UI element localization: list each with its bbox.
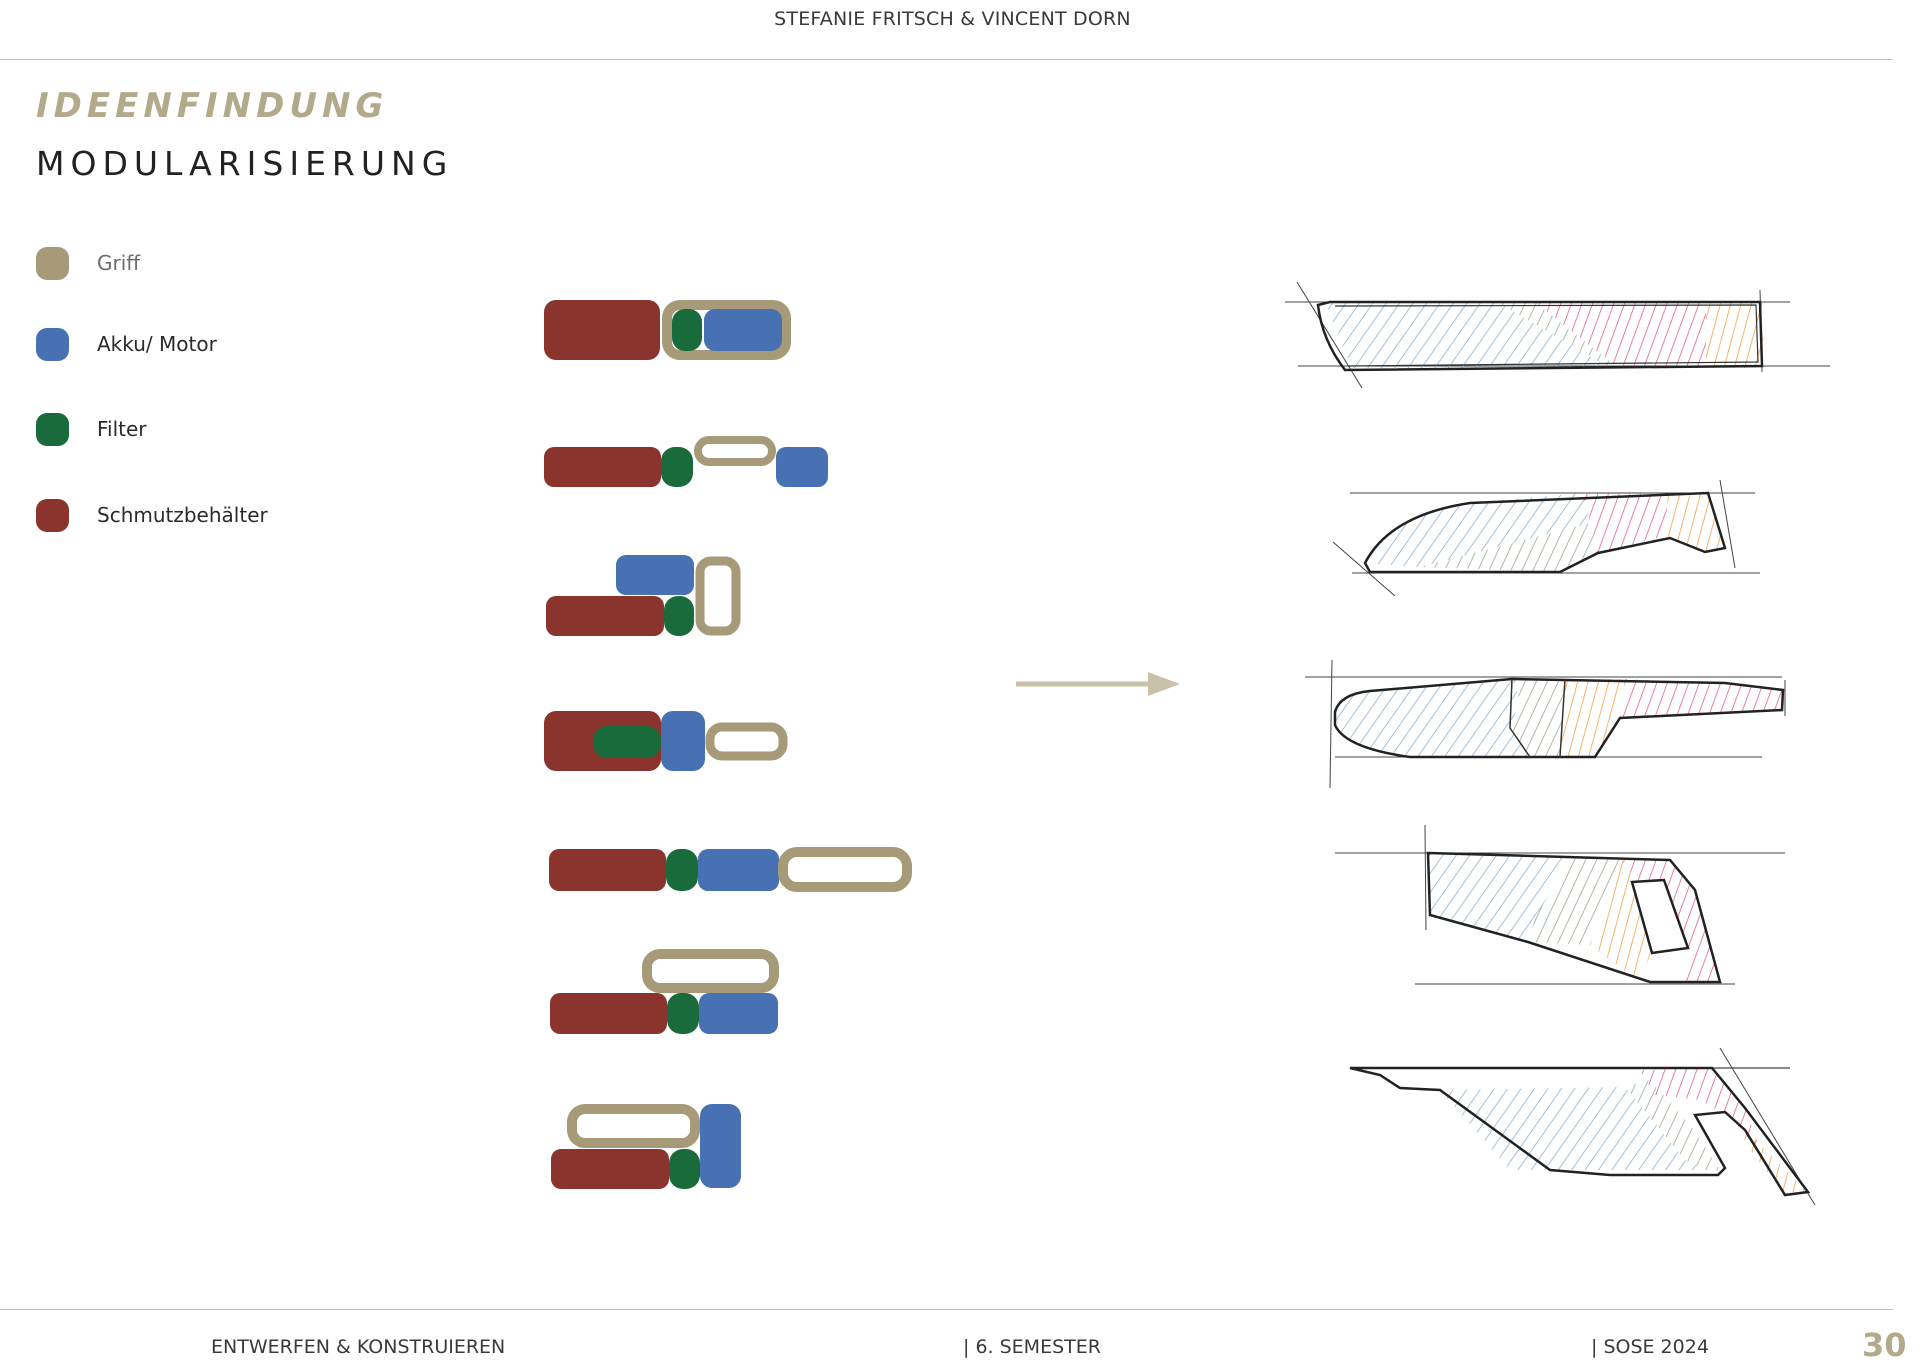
sketch-4 bbox=[1335, 824, 1785, 985]
legend-label: Griff bbox=[97, 251, 141, 275]
sketch-2 bbox=[1332, 479, 1760, 597]
legend-item-akku-motor: Akku/ Motor bbox=[36, 326, 217, 362]
footer-course: ENTWERFEN & KONSTRUIEREN bbox=[211, 1336, 506, 1358]
page-title: MODULARISIERUNG bbox=[36, 144, 454, 183]
legend-label: Filter bbox=[97, 417, 147, 441]
module-config-2 bbox=[544, 436, 828, 487]
sketch-1 bbox=[1285, 281, 1830, 389]
header-authors: STEFANIE FRITSCH & VINCENT DORN bbox=[774, 8, 1131, 30]
page-number: 30 bbox=[1862, 1326, 1907, 1364]
header-rule bbox=[0, 59, 1893, 60]
module-config-6 bbox=[550, 949, 779, 1034]
module-config-5 bbox=[549, 847, 912, 892]
legend-swatch-griff bbox=[36, 246, 69, 280]
footer-rule bbox=[0, 1309, 1893, 1310]
module-config-1 bbox=[544, 300, 791, 360]
legend-label: Akku/ Motor bbox=[97, 332, 217, 356]
footer-semester: | 6. SEMESTER bbox=[963, 1336, 1101, 1358]
legend-swatch-schmutzbehaelter bbox=[36, 498, 69, 532]
section-title: IDEENFINDUNG bbox=[36, 86, 389, 126]
legend-swatch-filter bbox=[36, 412, 69, 446]
legend-item-griff: Griff bbox=[36, 245, 140, 281]
legend-item-filter: Filter bbox=[36, 411, 147, 447]
sketch-5 bbox=[1349, 1047, 1816, 1206]
module-config-4 bbox=[544, 711, 788, 771]
legend-item-schmutzbehaelter: Schmutzbehälter bbox=[36, 497, 268, 533]
module-config-3 bbox=[546, 555, 741, 636]
legend-label: Schmutzbehälter bbox=[97, 503, 268, 527]
footer-term: | SOSE 2024 bbox=[1591, 1336, 1709, 1358]
arrow-right-icon bbox=[1016, 672, 1180, 696]
module-config-7 bbox=[551, 1104, 741, 1189]
legend-swatch-akku-motor bbox=[36, 327, 69, 361]
sketch-3 bbox=[1305, 659, 1786, 789]
